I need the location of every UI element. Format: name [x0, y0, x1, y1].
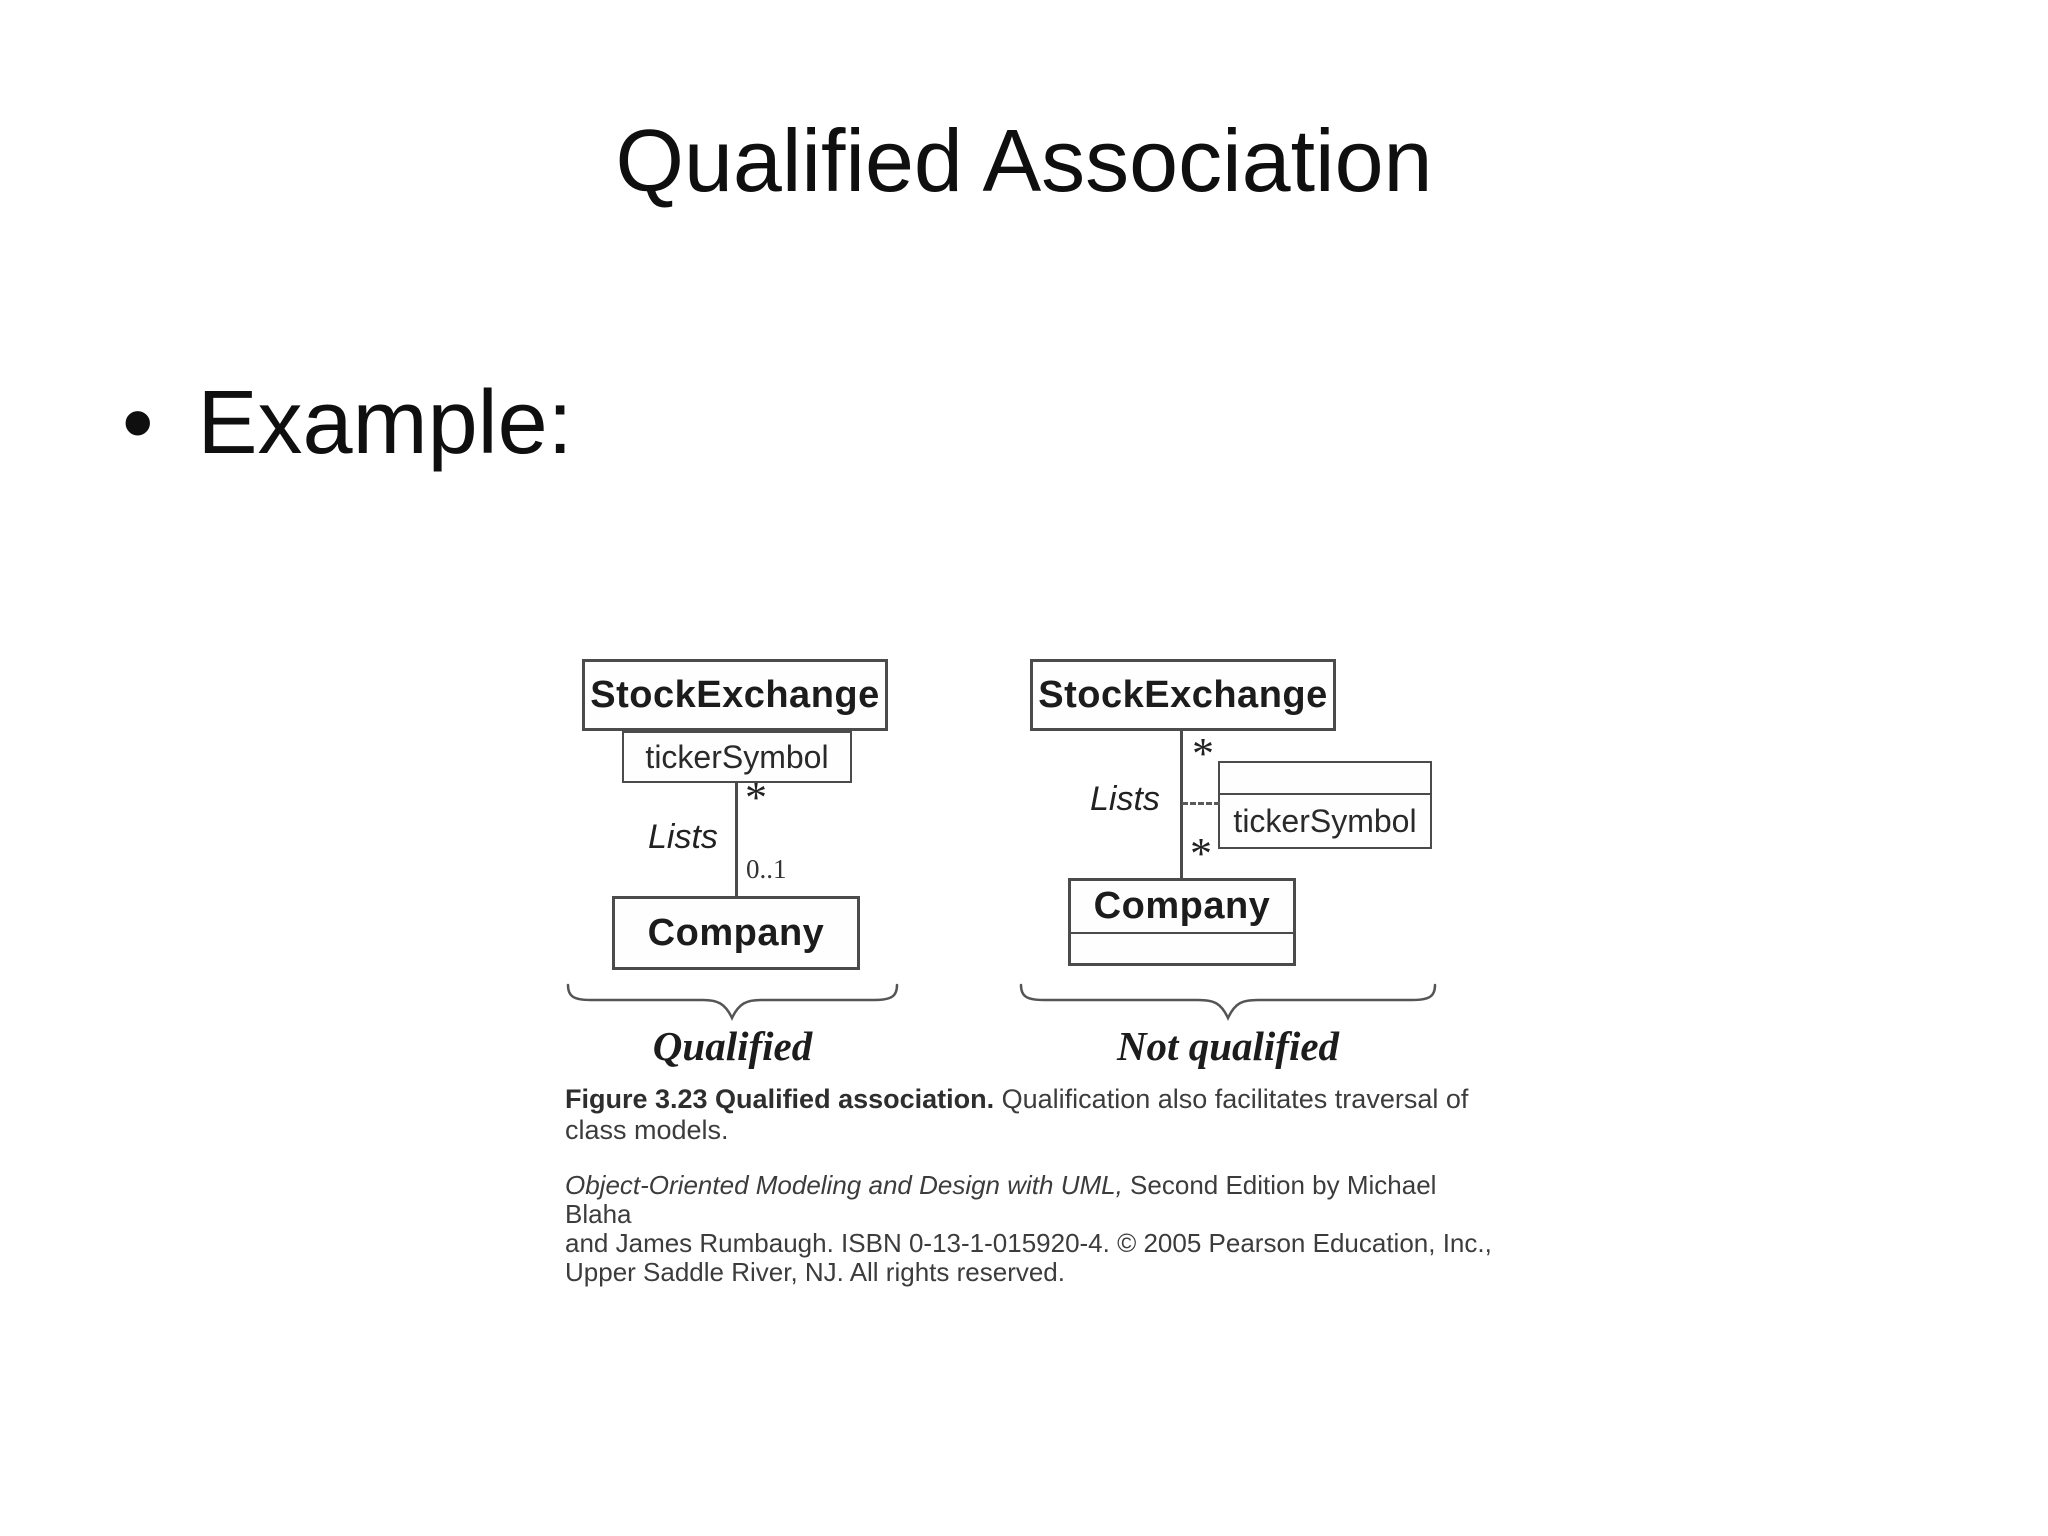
- slide-title: Qualified Association: [615, 111, 1433, 210]
- under-brace-qualified: [566, 983, 899, 1021]
- bullet-item-example: • Example:: [122, 372, 573, 475]
- caption-text: Qualification also facilitates traversal…: [994, 1084, 1469, 1114]
- bullet-icon: •: [122, 373, 154, 473]
- attribute-box-tickersymbol: tickerSymbol: [1218, 761, 1432, 849]
- caption-line-1: Figure 3.23 Qualified association. Quali…: [565, 1084, 1468, 1115]
- class-name: Company: [1093, 885, 1271, 927]
- under-brace-notqualified: [1019, 983, 1437, 1021]
- class-box-empty-compartment: [1071, 934, 1293, 963]
- dashed-link-line: [1182, 802, 1220, 805]
- class-name: Company: [647, 911, 825, 954]
- multiplicity-star-top: *: [1192, 729, 1214, 778]
- caption-figure-number: Figure 3.23 Qualified association.: [565, 1084, 995, 1114]
- book-title: Object-Oriented Modeling and Design with…: [565, 1170, 1123, 1200]
- multiplicity-zero-one: 0..1: [746, 854, 787, 884]
- bullet-text: Example:: [197, 373, 573, 473]
- label-qualified: Qualified: [652, 1023, 813, 1069]
- caption-line-2: class models.: [565, 1115, 729, 1145]
- figure-qualified-association: StockExchange tickerSymbol * Lists 0..1 …: [540, 630, 1500, 1320]
- multiplicity-star-qualified: *: [745, 773, 767, 822]
- qualifier-name: tickerSymbol: [645, 738, 829, 775]
- qualifier-box-tickersymbol: tickerSymbol: [622, 731, 852, 783]
- figure-caption: Figure 3.23 Qualified association. Quali…: [565, 1084, 1468, 1146]
- class-box-stockexchange-qualified: StockExchange: [582, 659, 888, 731]
- attribute-box-empty-compartment: [1220, 763, 1430, 795]
- class-box-company-qualified: Company: [612, 896, 860, 970]
- attribution-text: Second Edition by Michael Blaha: [565, 1170, 1437, 1229]
- attribution-line-2: and James Rumbaugh. ISBN 0-13-1-015920-4…: [565, 1228, 1492, 1258]
- class-box-stockexchange-notqualified: StockExchange: [1030, 659, 1336, 731]
- association-name-lists-qualified: Lists: [648, 818, 718, 856]
- attribution-line-3: Upper Saddle River, NJ. All rights reser…: [565, 1257, 1065, 1287]
- attribution-line-1: Object-Oriented Modeling and Design with…: [565, 1171, 1500, 1229]
- association-line-qualified: [735, 783, 738, 896]
- class-name: StockExchange: [590, 673, 880, 716]
- association-line-notqualified: [1180, 731, 1183, 878]
- class-name: StockExchange: [1038, 673, 1328, 716]
- association-name-lists-notqualified: Lists: [1090, 780, 1160, 818]
- class-box-company-notqualified: Company: [1068, 878, 1296, 966]
- multiplicity-star-bottom: *: [1190, 829, 1212, 878]
- attribute-name: tickerSymbol: [1233, 802, 1417, 839]
- figure-attribution: Object-Oriented Modeling and Design with…: [565, 1171, 1500, 1287]
- label-not-qualified: Not qualified: [1116, 1023, 1340, 1069]
